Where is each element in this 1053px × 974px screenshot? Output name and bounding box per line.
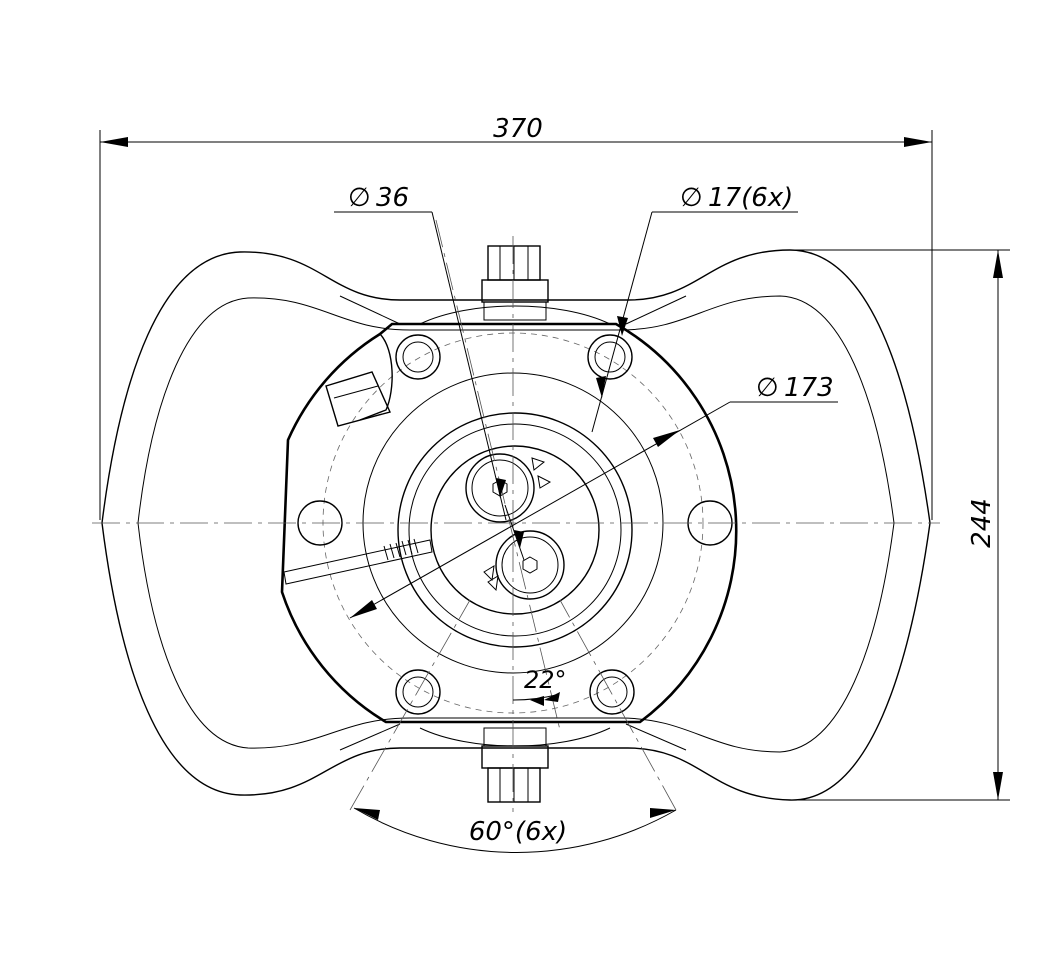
leader-line <box>504 504 525 561</box>
dimension-bore-36: ∅ 36 <box>334 183 525 561</box>
flow-triangle-icon <box>483 565 495 582</box>
diameter-symbol: ∅ <box>756 373 779 403</box>
dimension-overall-height: 244 <box>790 249 1010 801</box>
bolt-hole <box>395 334 441 380</box>
hub-outer <box>397 412 633 648</box>
arrowhead-icon <box>530 696 544 706</box>
body-tangent-line <box>625 295 687 325</box>
bolt-hole <box>395 669 441 715</box>
angle-offset-label: 22° <box>524 666 567 694</box>
dimension-overall-width: 370 <box>99 114 933 520</box>
body-tangent-line <box>339 723 401 751</box>
diameter-symbol: ∅ <box>348 183 371 213</box>
arrowhead-icon <box>544 692 560 702</box>
bottom-fitting-base <box>483 727 547 747</box>
top-fitting-base <box>483 301 547 321</box>
hub-ring <box>408 423 622 637</box>
body-tangent-line <box>625 723 687 751</box>
hub-inner <box>430 445 600 615</box>
bottom-fitting-nut <box>481 745 549 769</box>
angle-centerline <box>559 599 677 811</box>
clamp-line <box>333 385 379 399</box>
arrowhead-icon <box>350 600 377 618</box>
angle-spacing-label: 60°(6x) <box>469 817 567 847</box>
dimension-hole-17: ∅ 17(6x) <box>591 183 798 433</box>
angle-centerline <box>435 219 561 731</box>
body-tangent-line <box>339 295 401 325</box>
height-dimension-label: 244 <box>967 498 997 548</box>
central-hub <box>397 412 633 648</box>
bolt-hole <box>589 669 635 715</box>
flow-triangle-icon <box>537 475 552 489</box>
bowtie-inner-outline <box>137 295 895 753</box>
clamp-slot <box>283 539 433 585</box>
arrowhead-icon <box>100 137 128 147</box>
centerlines <box>92 219 940 812</box>
clamp-tab <box>359 333 393 421</box>
width-dimension-label: 370 <box>493 114 543 144</box>
lower-port-inner <box>501 536 559 594</box>
arrowhead-icon <box>993 250 1003 278</box>
clamp-block <box>325 371 391 427</box>
bottom-fitting-collar <box>419 727 611 747</box>
bowtie-body <box>101 249 931 801</box>
top-fitting-collar <box>419 305 611 325</box>
dimension-angle-60: 60°(6x) <box>353 807 677 853</box>
arrowhead-icon <box>596 376 606 398</box>
pitch-dimension-label: 173 <box>784 373 834 403</box>
dimension-angle-22: 22° <box>512 666 567 706</box>
hole-dimension-label: 17(6x) <box>708 183 793 213</box>
top-fitting <box>419 245 611 325</box>
flow-triangle-icon <box>487 575 499 592</box>
arrowhead-icon <box>354 808 380 820</box>
angle-arc <box>353 807 677 853</box>
arrowhead-icon <box>514 530 524 548</box>
arrowhead-icon <box>650 808 676 818</box>
arrowhead-icon <box>617 316 628 336</box>
arrowhead-icon <box>904 137 932 147</box>
bottom-fitting <box>419 727 611 803</box>
dimension-pitch-173: ∅ 173 <box>349 373 838 619</box>
bore-dimension-label: 36 <box>376 183 409 213</box>
bowtie-outer-outline <box>101 249 931 801</box>
upper-port-outer <box>465 453 535 523</box>
arrowhead-icon <box>993 772 1003 800</box>
bolt-holes <box>297 334 733 715</box>
upper-port-inner <box>471 459 529 517</box>
top-fitting-nut <box>481 279 549 303</box>
bolt-hole <box>587 334 633 380</box>
flow-triangle-icon <box>531 457 546 471</box>
arrowhead-icon <box>496 478 506 498</box>
diameter-symbol: ∅ <box>680 183 703 213</box>
angle-centerline <box>349 599 471 811</box>
lower-port-hex <box>522 556 538 574</box>
arrowhead-icon <box>653 430 680 447</box>
lower-port-outer <box>495 530 565 600</box>
leader-line <box>431 211 507 521</box>
bolt-hole <box>297 500 343 546</box>
